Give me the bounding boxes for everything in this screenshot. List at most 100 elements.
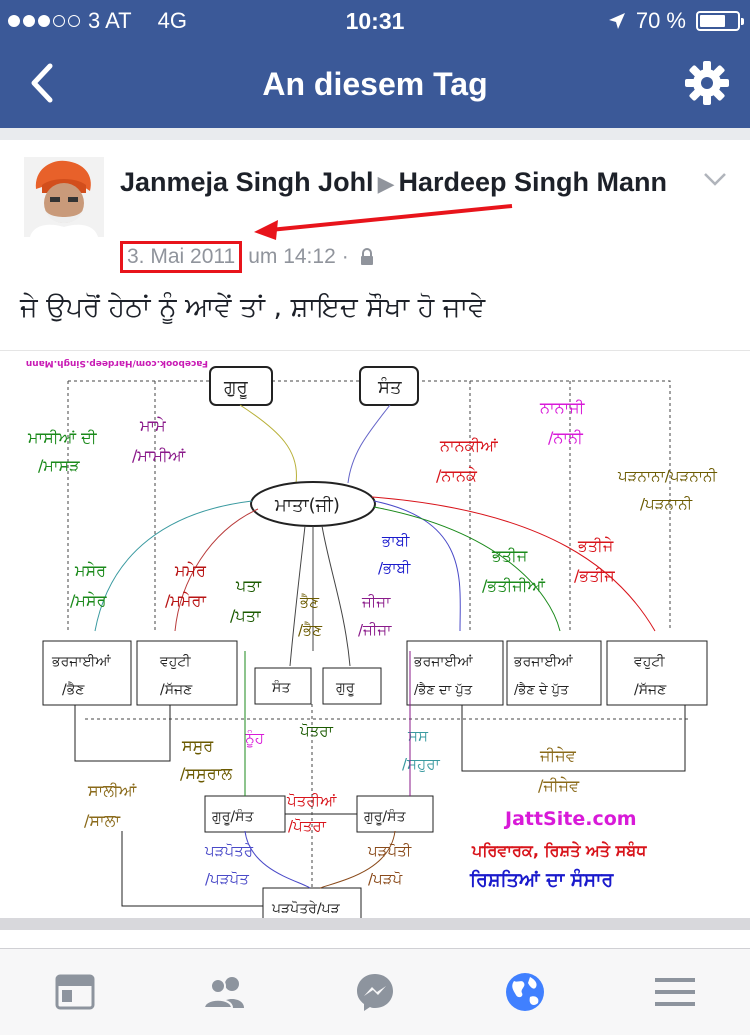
avatar-image xyxy=(24,157,104,237)
svg-text:/ਸੱਜਣ: /ਸੱਜਣ xyxy=(160,682,193,698)
post-header: Janmeja Singh Johl▶Hardeep Singh Mann xyxy=(120,165,680,201)
settings-button[interactable] xyxy=(684,60,730,106)
hamburger-menu-icon xyxy=(655,978,695,1006)
svg-text:ਗੁਰੂ: ਗੁਰੂ xyxy=(223,377,249,398)
chevron-down-icon xyxy=(704,173,726,186)
svg-text:ਜੀਜੇਵ: ਜੀਜੇਵ xyxy=(539,746,577,765)
battery-percent: 70 % xyxy=(635,8,686,33)
diagram-svg: Facebook.com/Hardeep.Singh.Mann ਗੁਰੂ ਸੰਤ… xyxy=(0,351,750,931)
post-card: Janmeja Singh Johl▶Hardeep Singh Mann 3.… xyxy=(0,128,750,931)
chevron-left-icon xyxy=(31,63,53,103)
svg-text:/ਭੈਣ ਦਾ ਪੁੱਤ: /ਭੈਣ ਦਾ ਪੁੱਤ xyxy=(414,682,473,698)
svg-text:ਮਾਸੀਆਂ ਦੀ: ਮਾਸੀਆਂ ਦੀ xyxy=(27,428,98,447)
svg-text:ਰਿਸ਼ਤਿਆਂ ਦਾ ਸੰਸਾਰ: ਰਿਸ਼ਤਿਆਂ ਦਾ ਸੰਸਾਰ xyxy=(469,868,615,891)
post-text: ਜੇ ਉਪਰੋਂ ਹੇਠਾਂ ਨੂੰ ਆਵੇਂ ਤਾਂ , ਸ਼ਾਇਦ ਸੌਖਾ… xyxy=(20,292,486,323)
svg-text:/ਭਾਬੀ: /ਭਾਬੀ xyxy=(378,559,411,577)
tab-messenger[interactable] xyxy=(345,962,405,1022)
status-left: 3 AT 4G xyxy=(8,8,187,34)
triangle-right-icon: ▶ xyxy=(377,171,395,196)
svg-text:/ਭੈਣ: /ਭੈਣ xyxy=(298,621,322,639)
nav-bar: An diesem Tag xyxy=(0,42,750,128)
globe-icon xyxy=(506,973,544,1011)
svg-text:/ਪੋਤਰਾ: /ਪੋਤਰਾ xyxy=(288,817,327,835)
svg-text:ਭੈਣ: ਭੈਣ xyxy=(299,593,319,611)
post-options-button[interactable] xyxy=(702,170,728,188)
svg-text:/ਸਾਲਾ: /ਸਾਲਾ xyxy=(84,811,120,830)
svg-text:ਨਾਨਕੀਆਂ: ਨਾਨਕੀਆਂ xyxy=(439,436,498,455)
svg-text:/ਪੜਪੋਤ: /ਪੜਪੋਤ xyxy=(205,870,249,888)
svg-text:ਭਤੀਜੇ: ਭਤੀਜੇ xyxy=(577,536,614,555)
post-date[interactable]: 3. Mai 2011 xyxy=(120,241,243,273)
svg-text:/ਪੜਨਾਨੀ: /ਪੜਨਾਨੀ xyxy=(640,495,693,513)
svg-text:ਗੁਰੂ: ਗੁਰੂ xyxy=(335,680,355,696)
tab-notifications[interactable] xyxy=(495,962,555,1022)
post-image-diagram[interactable]: Facebook.com/Hardeep.Singh.Mann ਗੁਰੂ ਸੰਤ… xyxy=(0,350,750,931)
svg-text:/ਸੱਜਣ: /ਸੱਜਣ xyxy=(634,682,667,698)
avatar[interactable] xyxy=(24,157,104,237)
svg-text:/ਜੀਜੇਵ: /ਜੀਜੇਵ xyxy=(538,776,580,795)
svg-text:ਗੁਰੂ/ਸੰਤ: ਗੁਰੂ/ਸੰਤ xyxy=(363,808,406,825)
tab-menu[interactable] xyxy=(645,962,705,1022)
svg-text:ਪੋਤਰਾ: ਪੋਤਰਾ xyxy=(299,722,334,740)
svg-text:ਭਾਬੀ: ਭਾਬੀ xyxy=(381,532,410,550)
svg-text:ਪੜਪੋਤਰੇ/ਪੜ: ਪੜਪੋਤਰੇ/ਪੜ xyxy=(271,901,341,917)
svg-text:/ਮਾਸੜ: /ਮਾਸੜ xyxy=(38,456,80,475)
svg-text:/ਭੈਣ ਦੇ ਪੁੱਤ: /ਭੈਣ ਦੇ ਪੁੱਤ xyxy=(514,682,569,698)
svg-text:ਮਾਤਾ(ਜੀ): ਮਾਤਾ(ਜੀ) xyxy=(274,495,340,516)
site-text: JattSite.com xyxy=(503,808,637,830)
svg-text:ਨੂੰਹ: ਨੂੰਹ xyxy=(244,729,265,748)
svg-text:ਪਰਿਵਾਰਕ, ਰਿਸ਼ਤੇ ਅਤੇ ਸਬੰਧ: ਪਰਿਵਾਰਕ, ਰਿਸ਼ਤੇ ਅਤੇ ਸਬੰਧ xyxy=(471,841,647,860)
battery-icon xyxy=(696,11,744,31)
svg-text:/ਸਸੁਰਾਲ: /ਸਸੁਰਾਲ xyxy=(180,764,233,783)
meta-separator: · xyxy=(341,245,349,268)
svg-text:/ਪੜਪੋ: /ਪੜਪੋ xyxy=(368,870,403,888)
feed-separator xyxy=(0,918,750,930)
news-feed-icon xyxy=(55,974,95,1010)
status-right: 70 % xyxy=(608,8,744,34)
svg-text:ਸੰਤ: ਸੰਤ xyxy=(377,377,402,398)
svg-text:/ਸਹੁਰਾ: /ਸਹੁਰਾ xyxy=(402,755,441,773)
messenger-icon xyxy=(357,974,393,1011)
svg-text:ਵਹੁਟੀ: ਵਹੁਟੀ xyxy=(159,654,191,670)
carrier-label: 3 AT xyxy=(88,8,132,33)
svg-text:/ਨਾਨਕੇ: /ਨਾਨਕੇ xyxy=(436,466,478,485)
post-meta: 3. Mai 2011 um 14:12 · xyxy=(120,241,375,273)
svg-text:ਪੜਪੋਤੀ: ਪੜਪੋਤੀ xyxy=(367,842,412,860)
svg-text:ਪੜਨਾਨਾ/ਪੜਨਾਨੀ: ਪੜਨਾਨਾ/ਪੜਨਾਨੀ xyxy=(617,467,717,485)
tab-friends[interactable] xyxy=(195,962,255,1022)
svg-text:ਜੀਜਾ: ਜੀਜਾ xyxy=(361,593,391,611)
svg-text:ਭਰਜਾਈਆਂ: ਭਰਜਾਈਆਂ xyxy=(51,654,111,670)
tab-bar xyxy=(0,948,750,1035)
svg-text:ਸੰਤ: ਸੰਤ xyxy=(271,679,291,696)
tab-news-feed[interactable] xyxy=(45,962,105,1022)
watermark-text: Facebook.com/Hardeep.Singh.Mann xyxy=(26,358,208,368)
network-label: 4G xyxy=(157,8,187,33)
svg-text:/ਭਤੀਜੀਆਂ: /ਭਤੀਜੀਆਂ xyxy=(482,576,546,595)
svg-text:ਪੜਪੋਤਰੇ: ਪੜਪੋਤਰੇ xyxy=(204,842,254,860)
gear-icon xyxy=(685,61,729,105)
recipient-name[interactable]: Hardeep Singh Mann xyxy=(398,167,668,197)
author-name[interactable]: Janmeja Singh Johl xyxy=(120,167,374,197)
svg-text:ਮਮੇਰ: ਮਮੇਰ xyxy=(174,561,207,580)
status-bar: 3 AT 4G 10:31 70 % xyxy=(0,0,750,42)
svg-text:ਭਤੀਜ: ਭਤੀਜ xyxy=(491,546,528,565)
svg-text:/ਨਾਨੀ: /ਨਾਨੀ xyxy=(548,428,584,447)
svg-text:ਪਤਾ: ਪਤਾ xyxy=(235,576,262,595)
svg-text:/ਮਮੇਰਾ: /ਮਮੇਰਾ xyxy=(165,591,206,610)
svg-text:ਸਸ: ਸਸ xyxy=(407,727,429,745)
friends-icon xyxy=(202,977,244,1009)
svg-text:/ਪਤਾ: /ਪਤਾ xyxy=(230,606,261,625)
post-time[interactable]: um 14:12 xyxy=(248,245,336,268)
svg-text:/ਜੀਜਾ: /ਜੀਜਾ xyxy=(358,621,392,639)
location-arrow-icon xyxy=(608,13,625,29)
signal-strength-icon xyxy=(8,15,80,27)
svg-text:/ਭੈਣ: /ਭੈਣ xyxy=(62,681,85,698)
svg-text:ਸਾਲੀਆਂ: ਸਾਲੀਆਂ xyxy=(87,781,137,800)
back-button[interactable] xyxy=(22,58,72,108)
svg-text:ਮਸੇਰ: ਮਸੇਰ xyxy=(74,561,107,580)
svg-text:/ਮਾਮੀਆਂ: /ਮਾਮੀਆਂ xyxy=(132,446,186,465)
svg-text:ਭਰਜਾਈਆਂ: ਭਰਜਾਈਆਂ xyxy=(413,654,473,670)
svg-text:ਸਸੁਰ: ਸਸੁਰ xyxy=(181,736,214,755)
page-title: An diesem Tag xyxy=(262,66,488,102)
svg-text:ਗੁਰੂ/ਸੰਤ: ਗੁਰੂ/ਸੰਤ xyxy=(211,808,254,825)
